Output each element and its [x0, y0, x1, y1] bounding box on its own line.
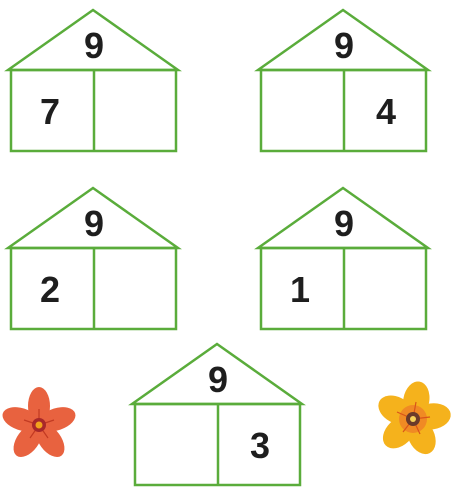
yellow-flower-icon: [372, 378, 452, 460]
roof-number: 9: [324, 28, 364, 64]
number-house-4: 9 1: [256, 186, 432, 332]
left-cell-number[interactable]: 2: [30, 272, 70, 308]
number-house-2: 9 4: [256, 8, 432, 154]
roof-number: 9: [74, 28, 114, 64]
number-house-3: 9 2: [6, 186, 182, 332]
left-cell-number[interactable]: 7: [30, 94, 70, 130]
number-house-1: 9 7: [6, 8, 182, 154]
roof-number: 9: [324, 206, 364, 242]
right-cell-number[interactable]: 3: [240, 428, 280, 464]
right-cell-number[interactable]: 4: [366, 94, 406, 130]
left-cell-number[interactable]: 1: [280, 272, 320, 308]
roof-number: 9: [74, 206, 114, 242]
red-flower-icon: [0, 384, 80, 466]
roof-number: 9: [198, 362, 238, 398]
number-house-5: 9 3: [130, 342, 306, 488]
